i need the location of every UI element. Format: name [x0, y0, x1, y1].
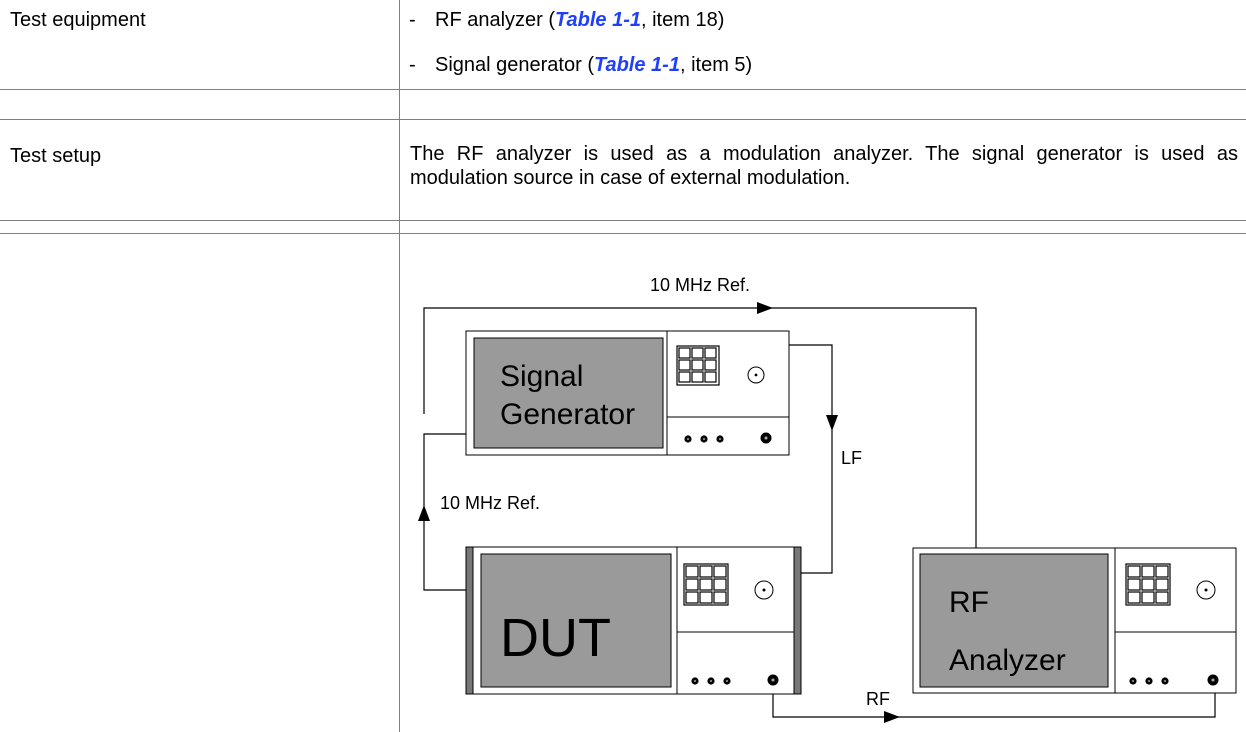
knob-center — [762, 588, 766, 592]
instrument-screen — [919, 553, 1109, 688]
rf-analyzer-title-line1: RF — [949, 586, 989, 619]
handle-left — [465, 546, 474, 695]
dut-title: DUT — [500, 608, 611, 668]
row-divider — [0, 233, 1246, 234]
keypad-icon — [676, 345, 720, 386]
ref-left-arrow — [418, 505, 430, 521]
keypad-icon — [683, 563, 729, 606]
knob-center — [754, 373, 758, 377]
control-panel — [1114, 547, 1237, 694]
rf-analyzer-instrument: RF Analyzer — [912, 547, 1237, 694]
test-setup-description: The RF analyzer is used as a modulation … — [410, 143, 1238, 189]
control-panel — [676, 546, 795, 695]
row-divider — [0, 220, 1246, 221]
ref-top-arrow — [757, 302, 773, 314]
column-divider — [399, 0, 400, 732]
control-panel — [666, 330, 790, 456]
ref-top-line — [423, 307, 977, 548]
rf-arrow — [884, 711, 900, 723]
instrument-screen — [473, 337, 664, 449]
list-dash: - — [409, 9, 416, 31]
table-1-1-link[interactable]: Table 1-1 — [555, 9, 641, 31]
knob-center — [1204, 588, 1208, 592]
item-text-before: Signal generator ( — [435, 54, 594, 76]
test-setup-label: Test setup — [10, 145, 102, 167]
table-1-1-link[interactable]: Table 1-1 — [593, 54, 680, 76]
instrument-screen — [480, 553, 672, 688]
signal-generator-title-line2: Generator — [500, 398, 635, 431]
item-text-after: , item 18) — [641, 9, 725, 31]
connector-icons — [1129, 674, 1219, 686]
rf-analyzer-title-line2: Analyzer — [949, 644, 1066, 677]
rf-label: RF — [866, 689, 890, 709]
signal-generator-instrument: Signal Generator — [465, 330, 790, 456]
lf-line — [789, 344, 833, 574]
test-equipment-label: Test equipment — [10, 9, 146, 31]
row-divider — [0, 119, 1246, 120]
row-divider — [0, 89, 1246, 90]
list-item-text: RF analyzer (Table 1-1, item 18) — [435, 8, 724, 32]
signal-generator-title-line1: Signal — [500, 360, 583, 393]
handle-right — [793, 546, 802, 695]
ref-top-label: 10 MHz Ref. — [650, 275, 750, 295]
item-text-after: , item 5) — [679, 54, 753, 76]
dut-instrument: DUT — [465, 546, 802, 695]
ref-left-label: 10 MHz Ref. — [440, 493, 540, 513]
keypad-icon — [1125, 563, 1171, 606]
connector-icons — [684, 432, 772, 444]
list-item-text: Signal generator (Table 1-1, item 5) — [435, 53, 752, 77]
lf-label: LF — [841, 448, 862, 468]
rf-line — [772, 682, 1216, 718]
lf-arrow — [826, 415, 838, 431]
item-text-before: RF analyzer ( — [435, 9, 556, 31]
list-dash: - — [409, 54, 416, 76]
connector-icons — [691, 674, 779, 686]
